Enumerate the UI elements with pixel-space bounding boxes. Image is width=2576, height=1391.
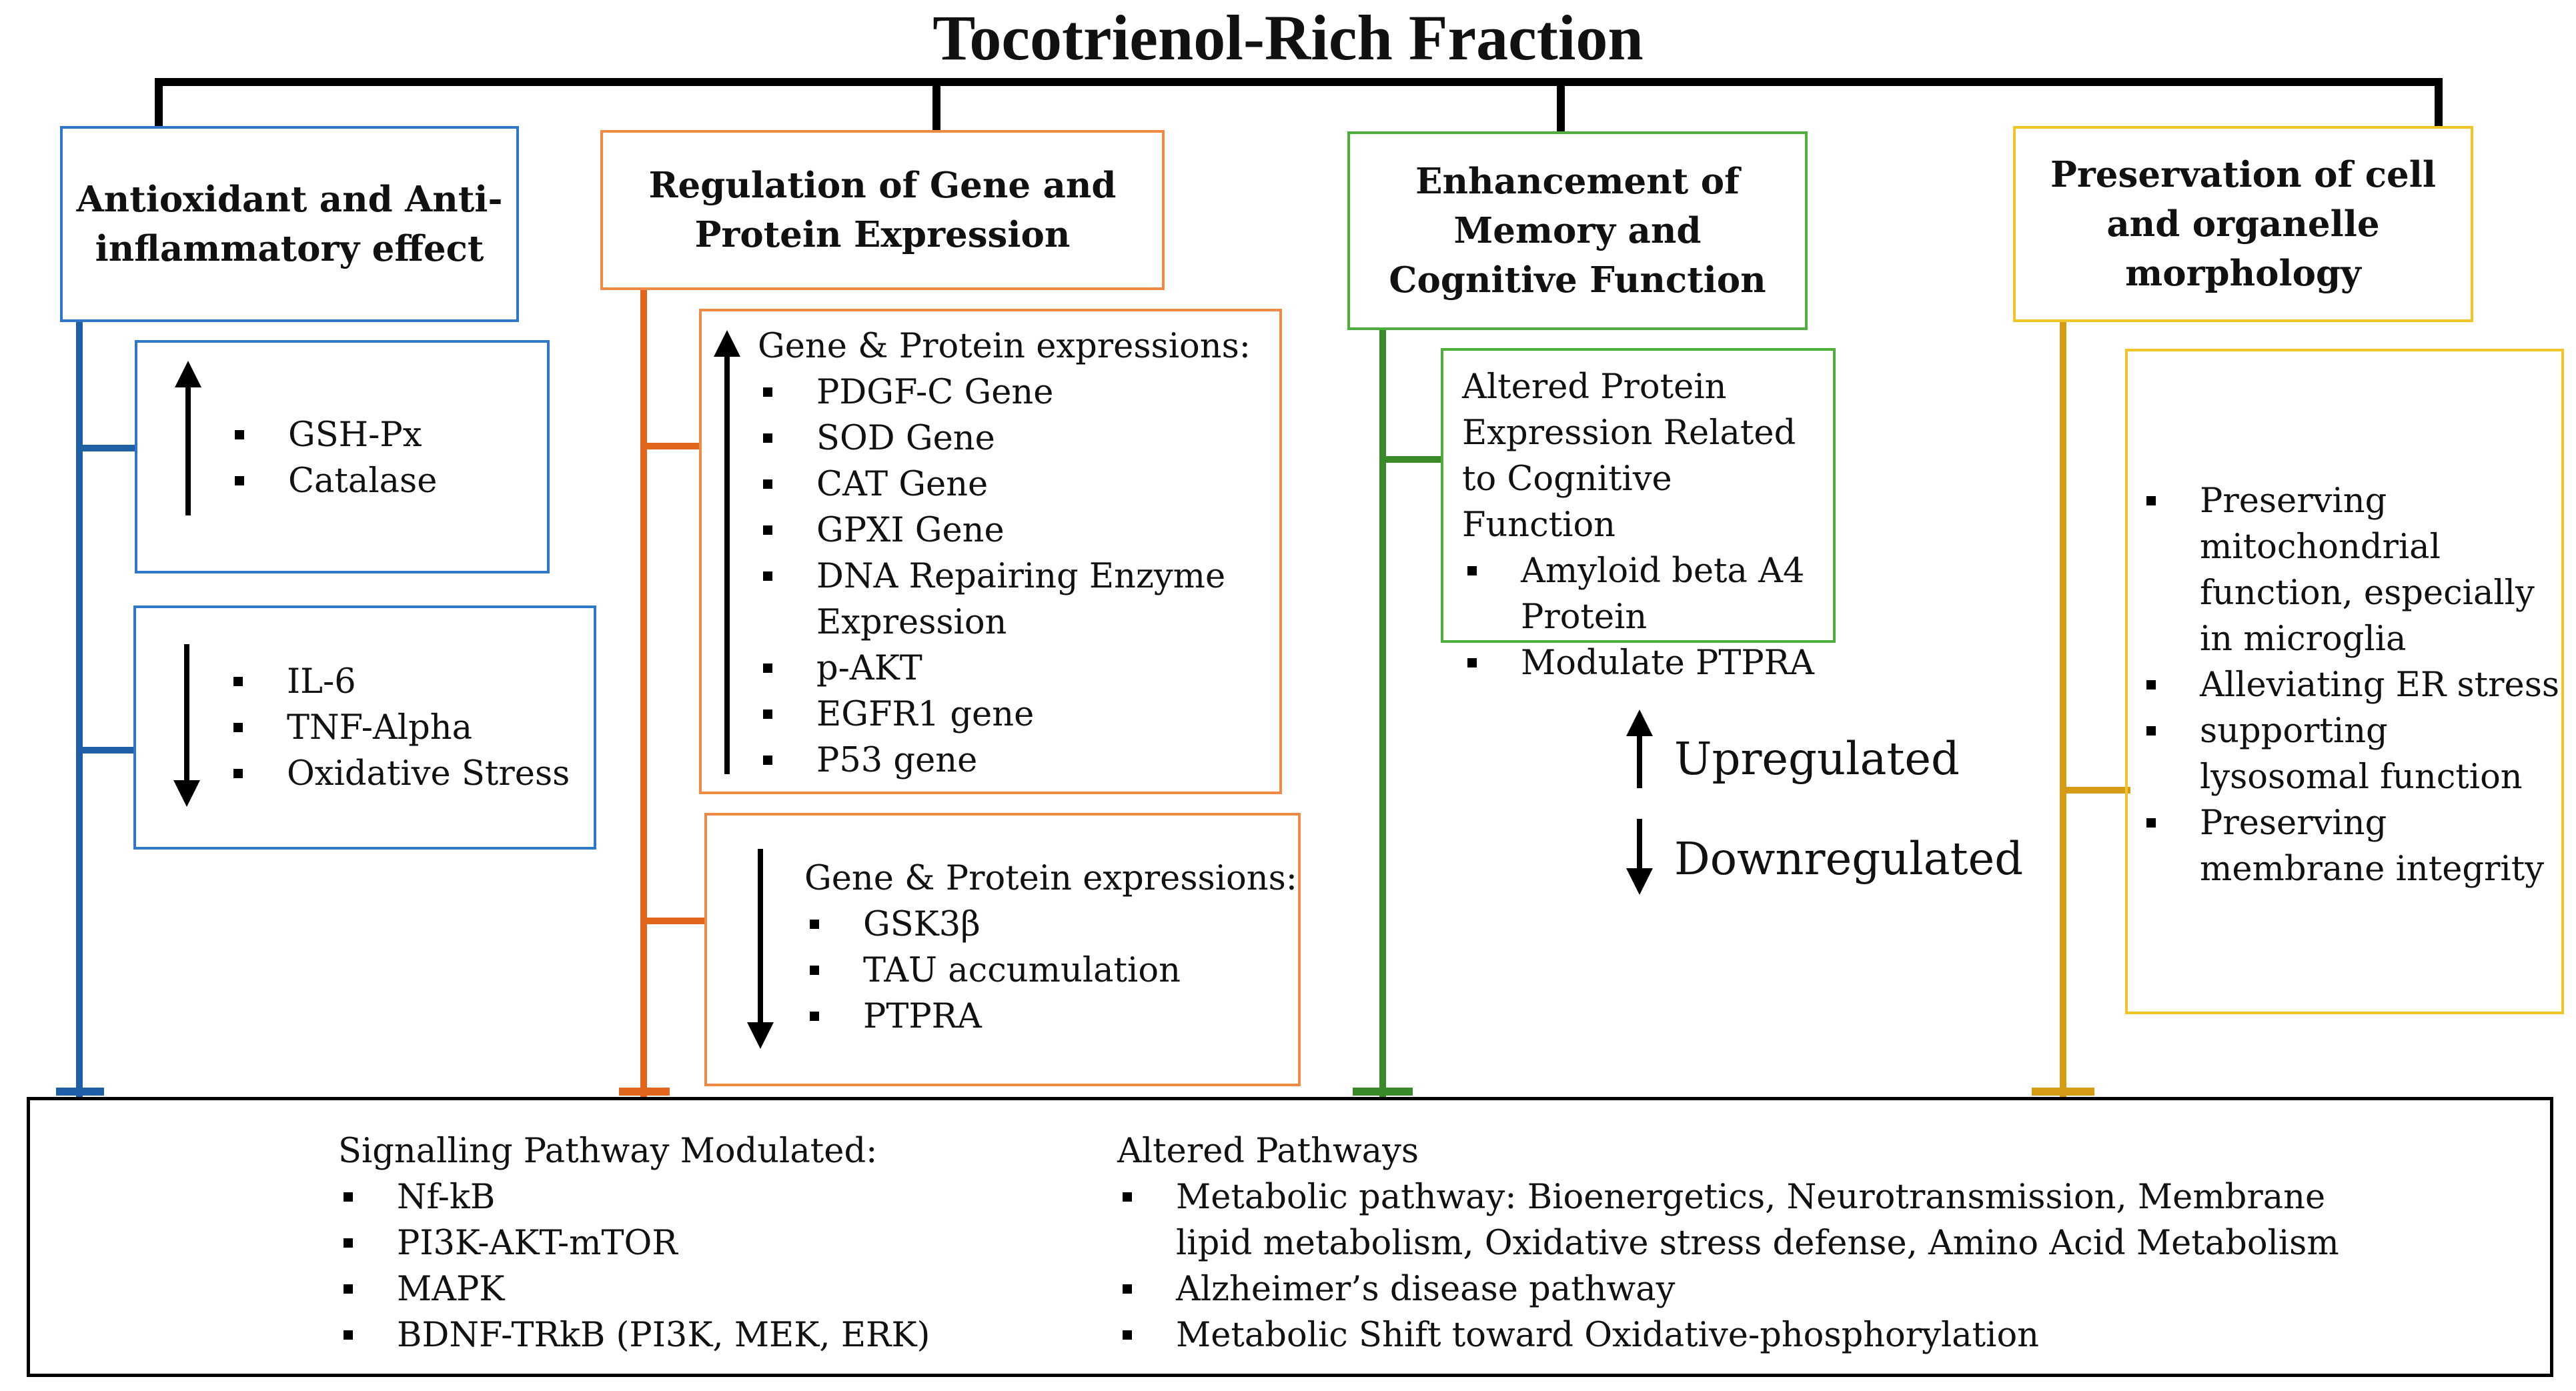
memory-box: Altered Protein Expression Related to Co… (1441, 348, 1836, 683)
list-item: BDNF-TRkB (PI3K, MEK, ERK) (338, 1312, 1072, 1358)
list-item: Alzheimer’s disease pathway (1117, 1266, 2385, 1312)
category-preservation-header: Preservation of cell and organelle morph… (2013, 126, 2473, 322)
connector-drop-antioxidant (155, 78, 163, 127)
list-item: Preserving mitochondrial function, espec… (2141, 478, 2563, 662)
regulation-up-heading: Gene & Protein expressions: (758, 327, 1251, 366)
antioxidant-downregulated-box: IL-6 TNF-Alpha Oxidative Stress (133, 605, 596, 850)
regulation-branch-down (647, 918, 707, 924)
list-item: GSH-Px (229, 412, 437, 458)
antioxidant-vertical-line (76, 322, 83, 1097)
connector-drop-preservation (2435, 78, 2443, 126)
memory-list: Amyloid beta A4 Protein Modulate PTPRA (1462, 548, 1833, 686)
regulation-upregulated-box: Gene & Protein expressions: PDGF-C Gene … (699, 309, 1282, 794)
signalling-list: Nf-kB PI3K-AKT-mTOR MAPK BDNF-TRkB (PI3K… (338, 1174, 1072, 1358)
preservation-box: Preserving mitochondrial function, espec… (2125, 349, 2564, 1014)
list-item: PTPRA (804, 994, 1298, 1040)
list-item: PI3K-AKT-mTOR (338, 1220, 1072, 1266)
bottom-pathways-panel: Signalling Pathway Modulated: Nf-kB PI3K… (27, 1097, 2553, 1377)
list-item: CAT Gene (758, 461, 1278, 507)
regulation-down-list: GSK3β TAU accumulation PTPRA (804, 902, 1298, 1040)
antioxidant-end-cap (56, 1088, 104, 1096)
preservation-vertical-line (2060, 322, 2066, 1097)
category-antioxidant-header: Antioxidant and Anti-inflammatory effect (60, 126, 519, 322)
category-memory-header: Enhancement of Memory and Cognitive Func… (1347, 131, 1808, 330)
up-arrow-icon (175, 361, 201, 515)
memory-branch (1386, 456, 1442, 463)
antioxidant-upregulated-box: GSH-Px Catalase (135, 340, 550, 573)
list-item: Metabolic Shift toward Oxidative-phospho… (1117, 1312, 2385, 1358)
connector-drop-regulation (932, 78, 940, 130)
down-arrow-icon (747, 849, 774, 1049)
legend-up-arrow-icon (1626, 710, 1653, 788)
altered-list: Metabolic pathway: Bioenergetics, Neurot… (1117, 1174, 2385, 1358)
list-item: GSK3β (804, 902, 1298, 948)
category-memory-label: Enhancement of Memory and Cognitive Func… (1389, 161, 1766, 301)
list-item: Amyloid beta A4 Protein (1462, 548, 1833, 640)
list-item: Modulate PTPRA (1462, 640, 1833, 686)
antioxidant-branch-up (83, 445, 136, 451)
list-item: TNF-Alpha (228, 705, 570, 751)
category-regulation-header: Regulation of Gene and Protein Expressio… (600, 130, 1165, 290)
top-connector-bar (155, 78, 2443, 86)
list-item: Catalase (229, 458, 437, 504)
down-arrow-icon (173, 644, 200, 807)
list-item: EGFR1 gene (758, 691, 1278, 738)
memory-vertical-line (1379, 330, 1386, 1097)
preservation-branch (2066, 787, 2130, 794)
list-item: Oxidative Stress (228, 751, 570, 797)
list-item: IL-6 (228, 659, 570, 705)
list-item: Nf-kB (338, 1174, 1072, 1220)
list-item: SOD Gene (758, 415, 1278, 461)
category-antioxidant-label: Antioxidant and Anti-inflammatory effect (76, 179, 503, 269)
signalling-heading: Signalling Pathway Modulated: (338, 1132, 878, 1171)
antioxidant-down-list: IL-6 TNF-Alpha Oxidative Stress (228, 659, 570, 797)
list-item: P53 gene (758, 738, 1278, 784)
list-item: MAPK (338, 1266, 1072, 1312)
legend-upregulated-label: Upregulated (1674, 733, 1960, 785)
list-item: TAU accumulation (804, 948, 1298, 994)
list-item: DNA Repairing Enzyme Expression (758, 553, 1278, 645)
preservation-end-cap (2032, 1088, 2094, 1096)
legend-downregulated-label: Downregulated (1674, 833, 2024, 885)
list-item: GPXI Gene (758, 507, 1278, 553)
regulation-vertical-line (640, 290, 647, 1097)
legend-down-arrow-icon (1626, 819, 1653, 895)
list-item: supporting lysosomal function (2141, 708, 2563, 800)
regulation-downregulated-box: Gene & Protein expressions: GSK3β TAU ac… (704, 813, 1301, 1086)
memory-box-heading: Altered Protein Expression Related to Co… (1462, 367, 1796, 545)
regulation-branch-up (647, 443, 702, 449)
category-regulation-label: Regulation of Gene and Protein Expressio… (648, 165, 1117, 255)
list-item: Alleviating ER stress (2141, 662, 2563, 708)
category-preservation-label: Preservation of cell and organelle morph… (2050, 154, 2436, 294)
preservation-list: Preserving mitochondrial function, espec… (2141, 478, 2563, 892)
altered-heading: Altered Pathways (1117, 1132, 1419, 1171)
list-item: Metabolic pathway: Bioenergetics, Neurot… (1117, 1174, 2385, 1266)
up-arrow-icon (714, 330, 740, 774)
antioxidant-up-list: GSH-Px Catalase (229, 412, 437, 504)
diagram-title: Tocotrienol-Rich Fraction (932, 2, 1644, 73)
regulation-end-cap (619, 1088, 670, 1096)
memory-end-cap (1353, 1088, 1413, 1096)
list-item: PDGF-C Gene (758, 369, 1278, 415)
regulation-up-list: PDGF-C Gene SOD Gene CAT Gene GPXI Gene … (758, 369, 1278, 784)
regulation-down-heading: Gene & Protein expressions: (804, 859, 1297, 898)
antioxidant-branch-down (83, 747, 136, 754)
connector-drop-memory (1557, 78, 1565, 131)
list-item: p-AKT (758, 645, 1278, 691)
list-item: Preserving membrane integrity (2141, 800, 2563, 892)
